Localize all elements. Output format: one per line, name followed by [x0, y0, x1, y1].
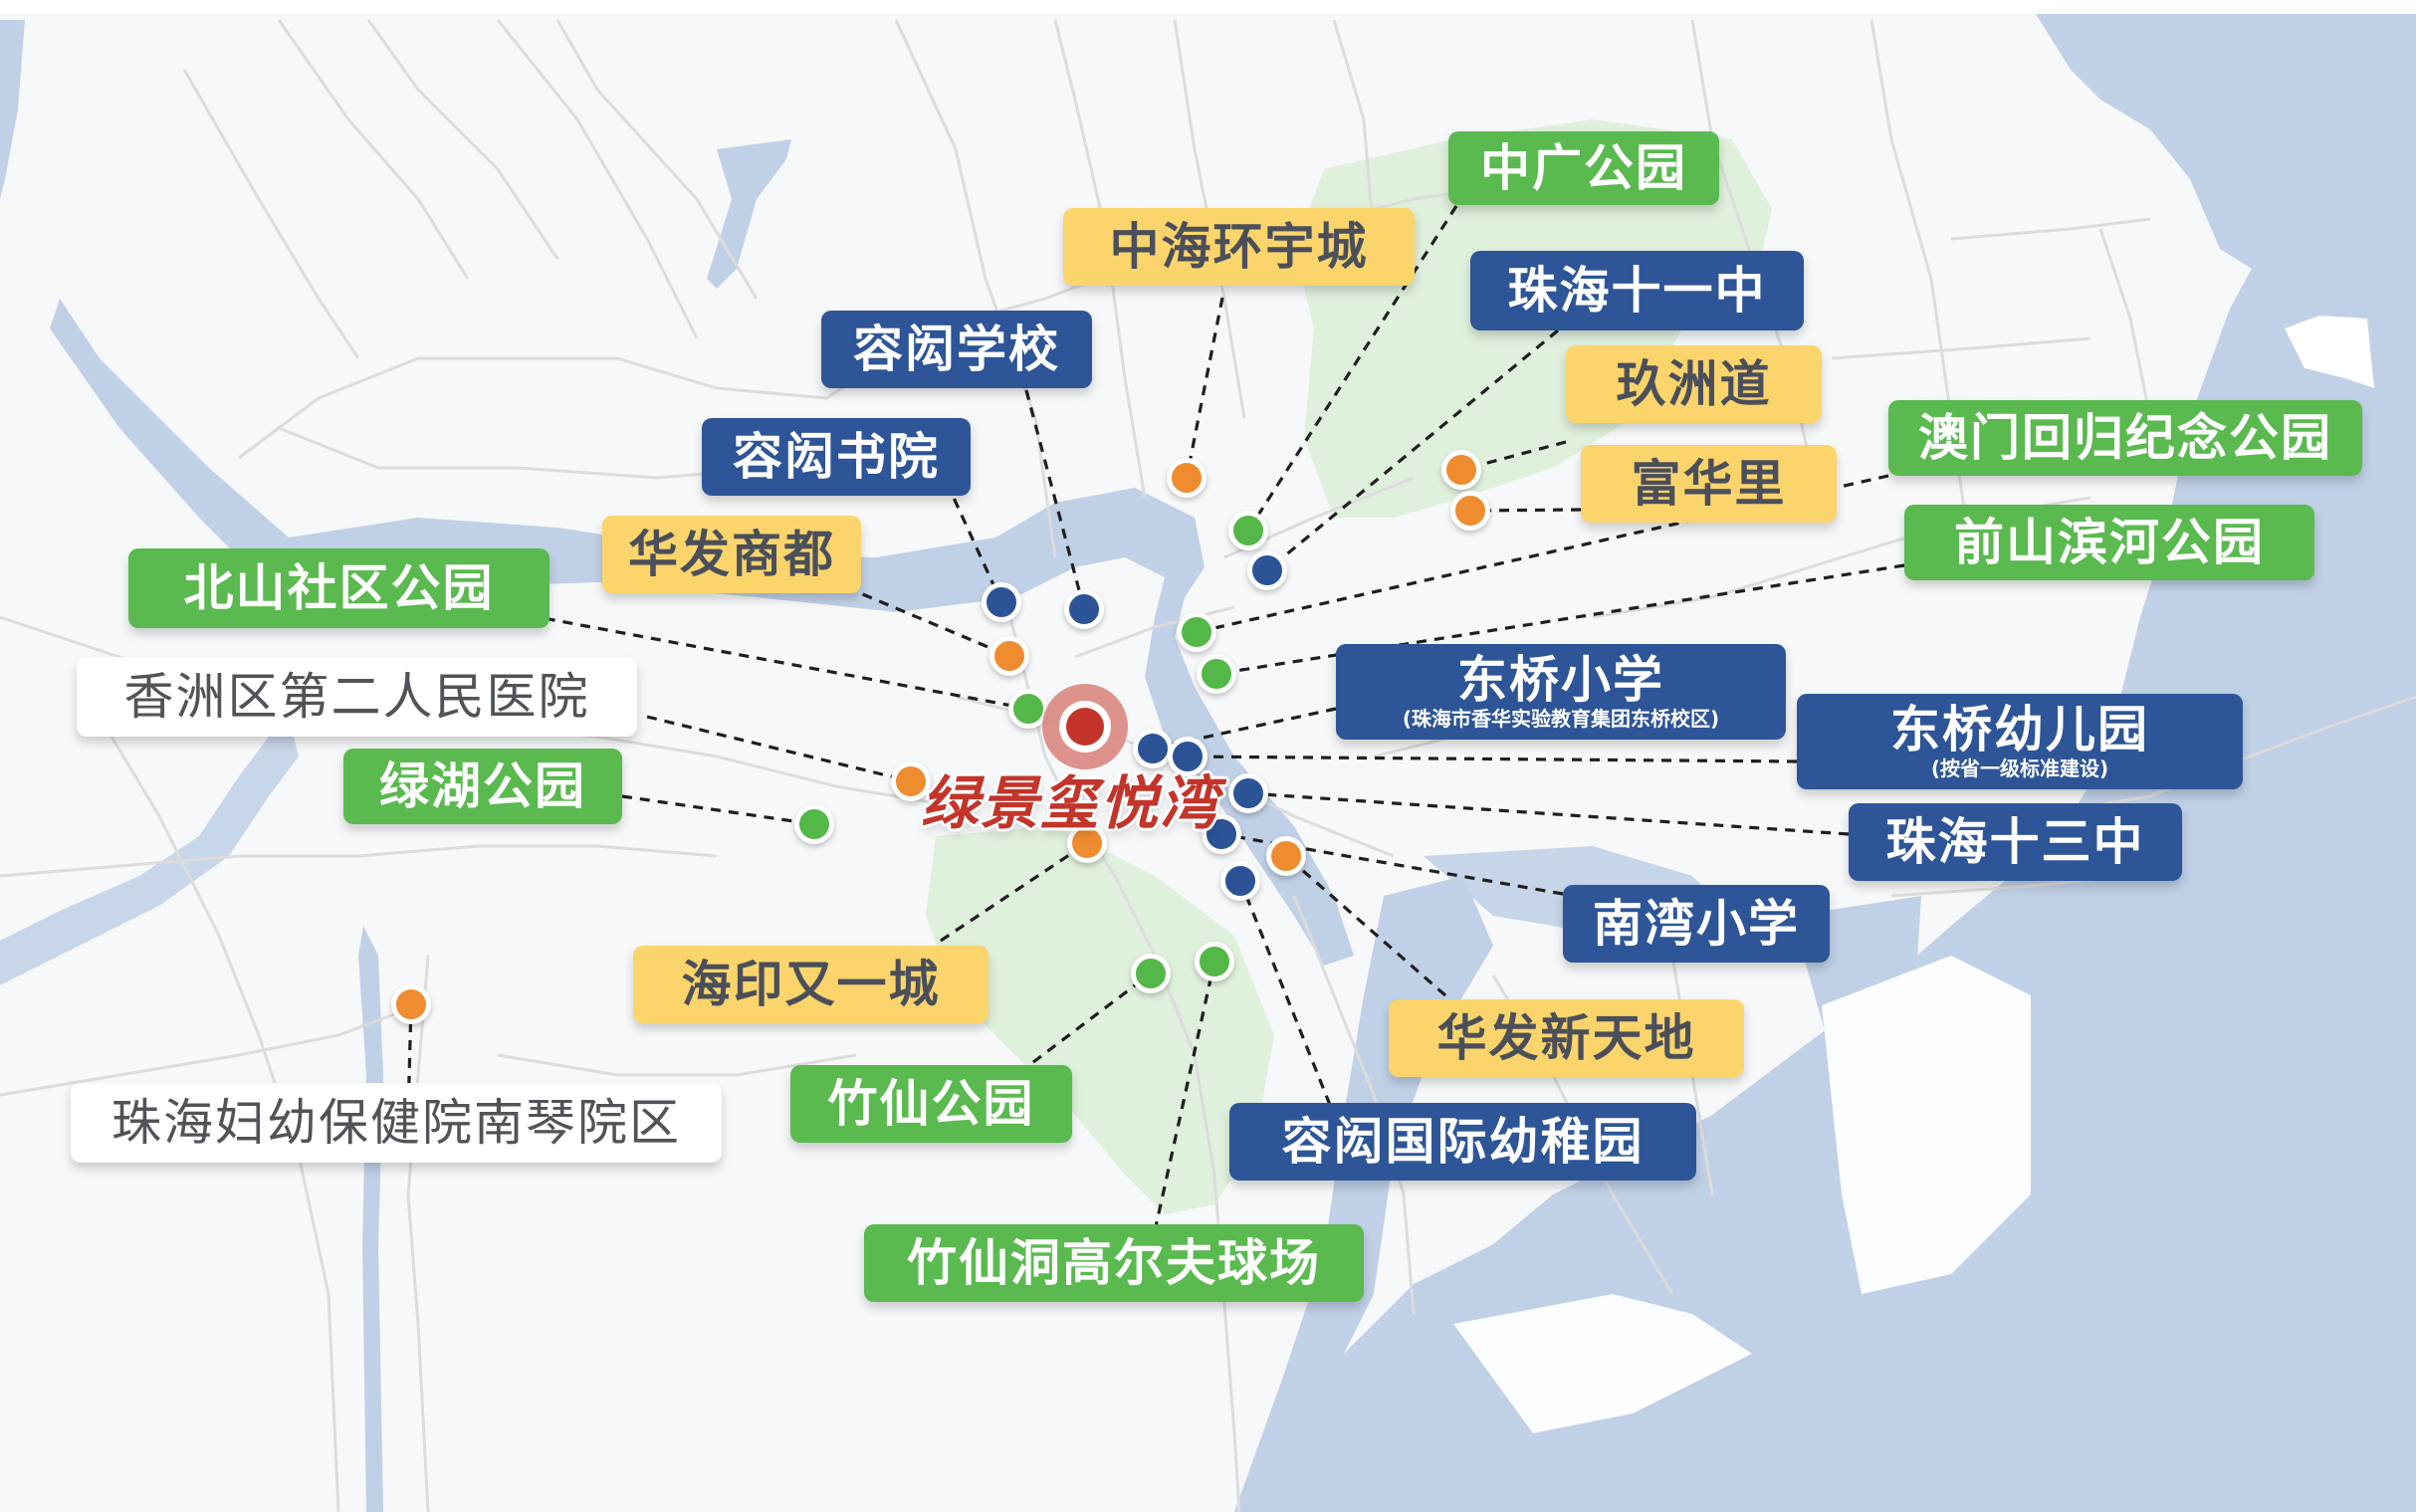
label-huafa-shangdu[interactable]: 华发商都 [602, 516, 861, 593]
label-text: 东桥小学 [1457, 650, 1664, 709]
label-text: 容闳学校 [853, 320, 1060, 378]
poi-dot-rongbin-school[interactable] [1064, 589, 1104, 629]
label-rongbin-school[interactable]: 容闳学校 [821, 311, 1092, 388]
label-text: 中广公园 [1480, 138, 1687, 197]
poi-dot-nanwan-primary[interactable] [1202, 814, 1241, 854]
poi-dot-haiyin-youyicheng[interactable] [1067, 823, 1107, 863]
label-zhuhai-maternal-hospital[interactable]: 珠海妇幼保健院南琴院区 [71, 1083, 722, 1163]
poi-dot-beishan-community-park[interactable] [1008, 689, 1048, 729]
label-zhonghai-huanyucheng[interactable]: 中海环宇城 [1063, 208, 1415, 286]
label-text: 竹仙公园 [827, 1074, 1035, 1133]
poi-dot-lvhu-park[interactable] [794, 804, 834, 844]
label-text: 珠海十三中 [1885, 812, 2145, 871]
label-jiuzhoudao[interactable]: 玖洲道 [1566, 345, 1822, 423]
label-text: 绿湖公园 [379, 756, 586, 815]
poi-dot-zhuhai-no11-middle[interactable] [1247, 550, 1287, 590]
label-text: 华发新天地 [1436, 1008, 1696, 1067]
project-location-marker[interactable] [1037, 679, 1133, 774]
label-zhuxiandong-golf[interactable]: 竹仙洞高尔夫球场 [864, 1224, 1364, 1302]
poi-dot-xiangzhou-second-hospital[interactable] [891, 761, 931, 801]
label-text: 中海环宇城 [1109, 217, 1369, 276]
poi-dot-qianshan-riverside-park[interactable] [1197, 654, 1236, 694]
label-text: 海印又一城 [681, 955, 941, 1013]
label-xiangzhou-second-hospital[interactable]: 香洲区第二人民医院 [77, 657, 637, 737]
label-zhuxian-park[interactable]: 竹仙公园 [790, 1065, 1072, 1143]
label-text: 华发商都 [628, 525, 835, 583]
label-text: 玖洲道 [1616, 354, 1772, 413]
poi-dot-zhuxiandong-golf[interactable] [1195, 942, 1234, 981]
label-subtext: (按省一级标准建设) [1930, 756, 2109, 781]
label-rongbin-academy[interactable]: 容闳书院 [702, 418, 971, 496]
label-text: 北山社区公园 [183, 558, 495, 617]
label-text: 容闳书院 [733, 427, 940, 486]
label-text: 竹仙洞高尔夫球场 [907, 1233, 1321, 1292]
label-dongqiao-kindergarten[interactable]: 东桥幼儿园 (按省一级标准建设) [1797, 694, 2243, 789]
label-zhongguang-park[interactable]: 中广公园 [1448, 131, 1719, 205]
poi-dot-jiuzhoudao[interactable] [1441, 450, 1481, 490]
label-zhuhai-no13-middle[interactable]: 珠海十三中 [1849, 803, 2182, 881]
label-text: 东桥幼儿园 [1890, 700, 2149, 758]
label-text: 香洲区第二人民医院 [123, 667, 590, 726]
label-fuhuali[interactable]: 富华里 [1581, 445, 1837, 523]
label-huafa-xintiandi[interactable]: 华发新天地 [1389, 999, 1744, 1077]
poi-dot-fuhuali[interactable] [1450, 491, 1490, 531]
label-text: 珠海妇幼保健院南琴院区 [111, 1093, 681, 1152]
project-title: 绿景玺悦湾 [921, 769, 1220, 837]
label-rongbin-intl-kindergarten[interactable]: 容闳国际幼稚园 [1229, 1103, 1696, 1181]
label-subtext: (珠海市香华实验教育集团东桥校区) [1402, 707, 1720, 732]
label-zhuhai-no11-middle[interactable]: 珠海十一中 [1470, 251, 1804, 330]
label-text: 澳门回归纪念公园 [1918, 408, 2332, 467]
poi-dot-rongbin-intl-kindergarten[interactable] [1220, 861, 1260, 901]
label-beishan-community-park[interactable]: 北山社区公园 [128, 548, 549, 628]
label-lvhu-park[interactable]: 绿湖公园 [343, 749, 622, 824]
label-text: 容闳国际幼稚园 [1281, 1112, 1645, 1171]
poi-dot-rongbin-academy[interactable] [982, 582, 1021, 622]
label-dongqiao-primary[interactable]: 东桥小学 (珠海市香华实验教育集团东桥校区) [1336, 644, 1786, 740]
label-text: 南湾小学 [1593, 894, 1800, 953]
label-text: 富华里 [1631, 454, 1787, 513]
poi-dot-huafa-xintiandi[interactable] [1266, 836, 1306, 876]
poi-dot-zhonghai-huanyucheng[interactable] [1167, 458, 1207, 498]
label-macau-return-park[interactable]: 澳门回归纪念公园 [1888, 400, 2362, 476]
label-text: 珠海十一中 [1507, 261, 1767, 320]
poi-dot-macau-return-park[interactable] [1177, 612, 1216, 652]
poi-dot-zhuhai-maternal-hospital[interactable] [391, 984, 431, 1024]
poi-dot-dongqiao-kindergarten[interactable] [1168, 737, 1208, 776]
poi-dot-zhuxian-park[interactable] [1131, 954, 1171, 993]
label-qianshan-riverside-park[interactable]: 前山滨河公园 [1904, 505, 2314, 580]
poi-dot-zhuhai-no13-middle[interactable] [1228, 773, 1268, 813]
poi-dot-huafa-shangdu[interactable] [989, 636, 1029, 676]
label-haiyin-youyicheng[interactable]: 海印又一城 [633, 946, 988, 1023]
label-nanwan-primary[interactable]: 南湾小学 [1563, 885, 1830, 963]
poi-dot-zhongguang-park[interactable] [1228, 511, 1268, 550]
label-text: 前山滨河公园 [1954, 513, 2265, 571]
